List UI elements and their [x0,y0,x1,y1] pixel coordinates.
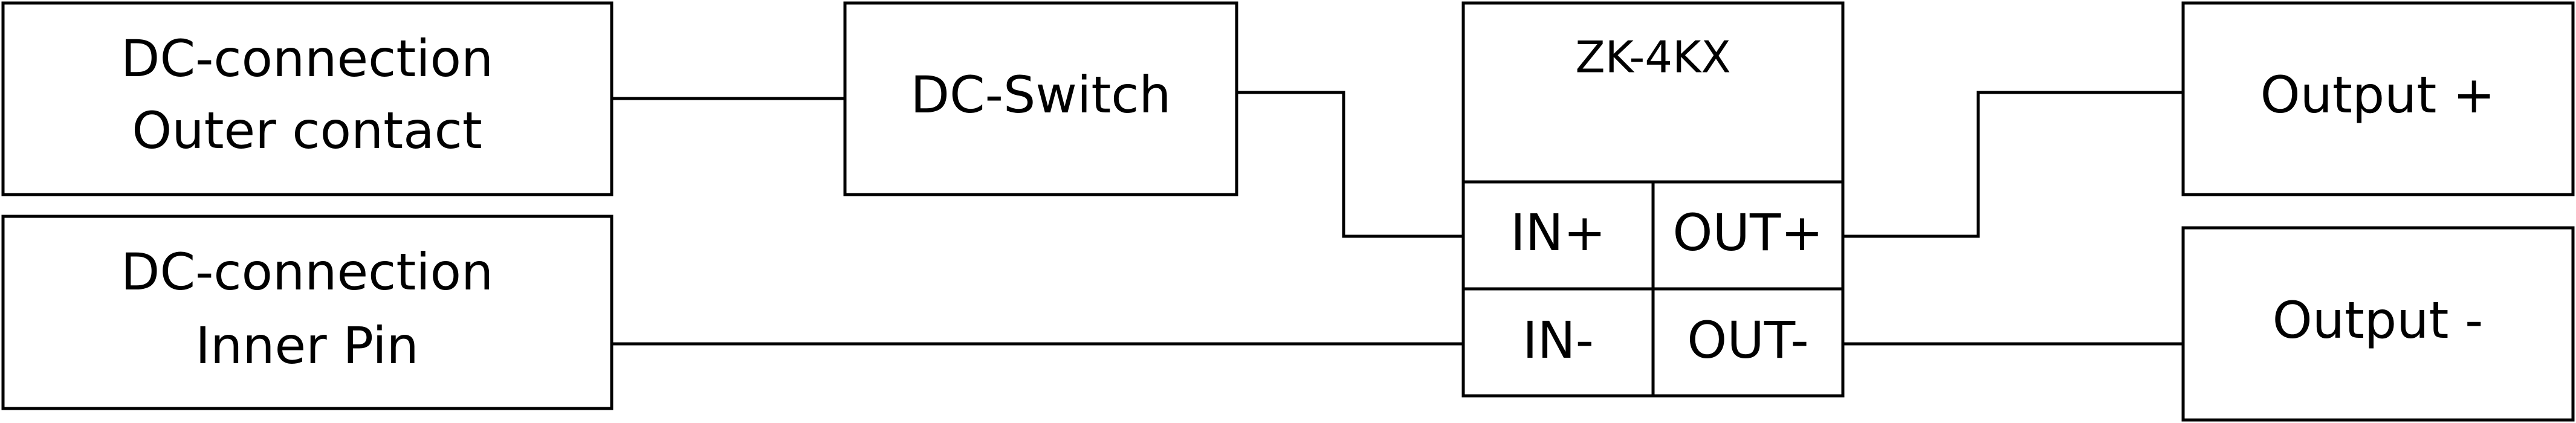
outer-contact-box [1,1,613,196]
zk-4kx-module: ZK-4KX IN+ OUT+ IN- OUT- [1461,1,1845,398]
dc-switch-block: DC-Switch [843,1,1238,196]
wire-out-plus-to-output-plus [1843,91,2183,238]
terminal-out-plus: OUT+ [1672,203,1823,262]
output-plus-box [2181,1,2575,196]
inner-pin-box [1,215,613,410]
terminal-out-minus: OUT- [1687,311,1809,370]
terminal-in-plus: IN+ [1510,203,1606,262]
dc-switch-box [843,1,1238,196]
dc-connection-inner-pin-block: DC-connection Inner Pin [1,215,613,410]
output-plus-label: Output + [2260,65,2496,124]
dc-switch-label: DC-Switch [910,65,1171,124]
wire-switch-to-in-plus [1237,91,1463,238]
output-minus-label: Output - [2273,291,2484,350]
output-plus-block: Output + [2181,1,2575,196]
terminal-in-minus: IN- [1523,311,1594,370]
output-minus-block: Output - [2181,226,2575,422]
output-minus-box [2181,226,2575,422]
wires [612,91,2183,346]
inner-pin-label-line1: DC-connection [121,242,493,302]
dc-connection-outer-contact-block: DC-connection Outer contact [1,1,613,196]
outer-contact-label-line1: DC-connection [121,29,493,88]
outer-contact-label-line2: Outer contact [132,101,482,160]
inner-pin-label-line2: Inner Pin [195,316,419,375]
module-title: ZK-4KX [1575,32,1730,83]
